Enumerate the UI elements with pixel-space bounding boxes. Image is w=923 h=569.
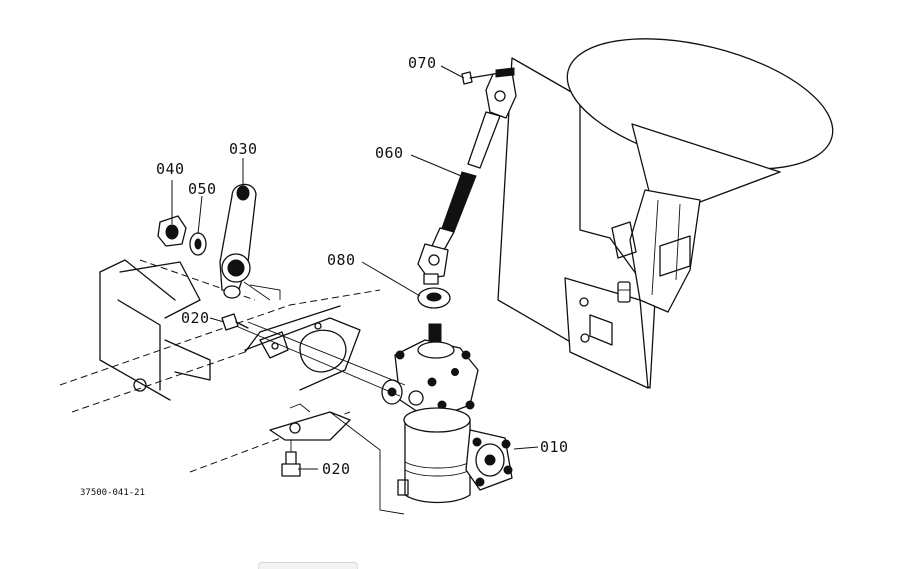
- nut-040: [157, 215, 187, 247]
- label-080: 080: [327, 251, 356, 269]
- label-060: 060: [375, 144, 404, 162]
- label-010: 010: [540, 438, 569, 456]
- bottom-scroll-tab[interactable]: [258, 562, 358, 569]
- bolt-070: [461, 71, 495, 85]
- label-020-upper: 020: [181, 309, 210, 327]
- frame-structure: [59, 259, 406, 473]
- steering-shaft-060: [417, 67, 517, 285]
- label-040: 040: [156, 160, 185, 178]
- pitman-arm-030: [219, 183, 281, 301]
- bolt-020-lower: [281, 440, 301, 477]
- label-020-lower: 020: [322, 460, 351, 478]
- seal-080: [417, 287, 451, 309]
- steering-wheel-assembly: [497, 38, 834, 389]
- label-050: 050: [188, 180, 217, 198]
- leader-lines: [171, 65, 539, 470]
- washer-050: [189, 232, 207, 256]
- figure-number: 37500-041-21: [80, 488, 146, 498]
- steering-gearbox-010: [379, 323, 513, 515]
- label-030: 030: [229, 140, 258, 158]
- label-070: 070: [408, 54, 437, 72]
- bolt-020-upper: [221, 313, 249, 331]
